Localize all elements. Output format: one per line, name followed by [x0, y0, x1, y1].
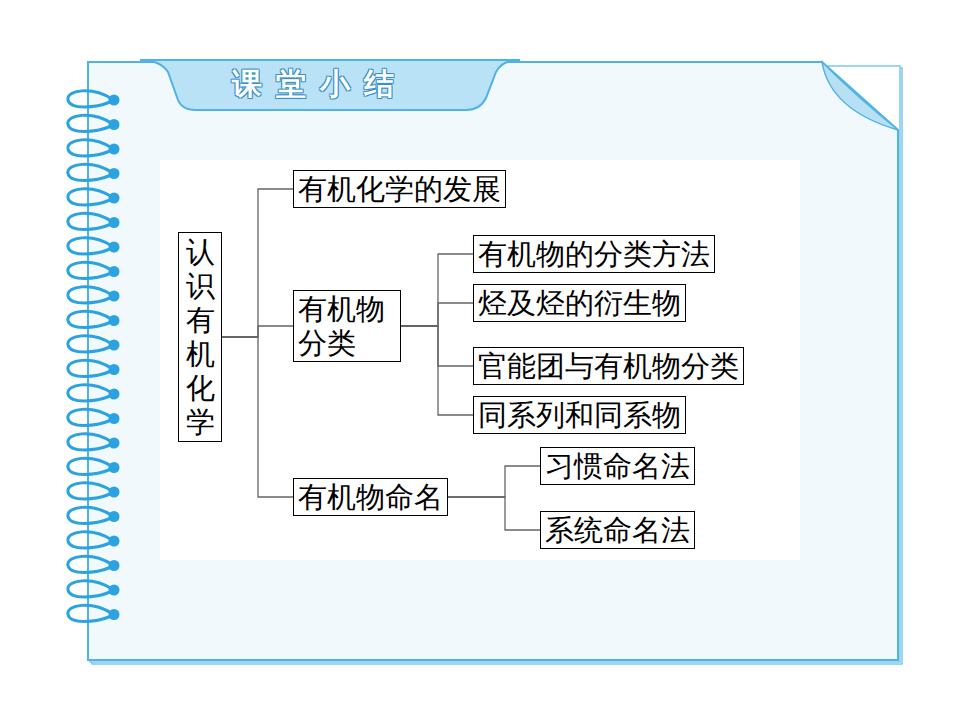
concept-box: 有机化学的发展 [293, 170, 506, 208]
box-label: 系统命名法 [545, 513, 690, 547]
box-label: 有机物命名 [298, 480, 443, 514]
tree-connector [448, 497, 540, 530]
ring-hole [109, 242, 120, 253]
ring-hole [109, 462, 120, 473]
spiral-ring [68, 385, 112, 401]
ring-hole [109, 95, 120, 106]
title-text: 课堂小结 [170, 62, 470, 106]
notebook-page [88, 62, 898, 660]
box-label: 认识有机化学 [182, 235, 218, 439]
concept-box: 习惯命名法 [540, 447, 695, 485]
spiral-ring [68, 507, 112, 523]
ring-hole [109, 364, 120, 375]
concept-box: 有机物 分类 [293, 290, 401, 362]
ring-hole [109, 438, 120, 449]
ring-hole [109, 389, 120, 400]
spiral-ring [68, 556, 112, 572]
spiral-ring [68, 360, 112, 376]
ring-hole [109, 487, 120, 498]
spiral-ring [68, 287, 112, 303]
ring-hole [109, 193, 120, 204]
box-label: 官能团与有机物分类 [478, 349, 739, 383]
ring-hole [109, 144, 120, 155]
folded-corner [822, 62, 898, 130]
ring-hole [109, 217, 120, 228]
tree-connector [401, 303, 473, 326]
spiral-ring [68, 581, 112, 597]
concept-box: 烃及烃的衍生物 [473, 284, 686, 322]
title-tab [140, 60, 520, 110]
spiral-ring [68, 213, 112, 229]
box-label: 习惯命名法 [545, 449, 690, 483]
tree-connector [401, 254, 473, 326]
spiral-ring [68, 238, 112, 254]
spiral-rings [68, 91, 120, 622]
concept-box: 认识有机化学 [178, 232, 222, 442]
box-label: 有机化学的发展 [298, 172, 501, 206]
tree-connector [222, 189, 293, 337]
spiral-ring [68, 91, 112, 107]
box-label: 有机物的分类方法 [478, 237, 710, 271]
concept-box: 系统命名法 [540, 511, 695, 549]
box-label: 有机物 分类 [298, 292, 396, 360]
ring-hole [109, 168, 120, 179]
ring-hole [109, 560, 120, 571]
ring-hole [109, 511, 120, 522]
content-panel [160, 160, 800, 560]
spiral-ring [68, 262, 112, 278]
tree-connector [401, 326, 473, 415]
concept-box: 同系列和同系物 [473, 396, 686, 434]
ring-hole [109, 609, 120, 620]
spiral-ring [68, 140, 112, 156]
spiral-ring [68, 605, 112, 621]
spiral-ring [68, 458, 112, 474]
box-label: 同系列和同系物 [478, 398, 681, 432]
ring-hole [109, 315, 120, 326]
concept-box: 有机物的分类方法 [473, 235, 715, 273]
concept-box: 有机物命名 [293, 478, 448, 516]
spiral-ring [68, 115, 112, 131]
ring-hole [109, 266, 120, 277]
concept-box: 官能团与有机物分类 [473, 347, 744, 385]
ring-hole [109, 585, 120, 596]
ring-hole [109, 291, 120, 302]
spiral-ring [68, 483, 112, 499]
spiral-ring [68, 311, 112, 327]
spiral-ring [68, 164, 112, 180]
spiral-ring [68, 189, 112, 205]
spiral-ring [68, 532, 112, 548]
tree-connector [448, 466, 540, 497]
ring-hole [109, 536, 120, 547]
tree-connector [222, 326, 293, 337]
tree-connector [401, 326, 473, 366]
tree-connector [222, 337, 293, 497]
ring-hole [109, 340, 120, 351]
ring-hole [109, 413, 120, 424]
box-label: 烃及烃的衍生物 [478, 286, 681, 320]
spiral-ring [68, 336, 112, 352]
spiral-ring [68, 434, 112, 450]
spiral-ring [68, 409, 112, 425]
ring-hole [109, 119, 120, 130]
